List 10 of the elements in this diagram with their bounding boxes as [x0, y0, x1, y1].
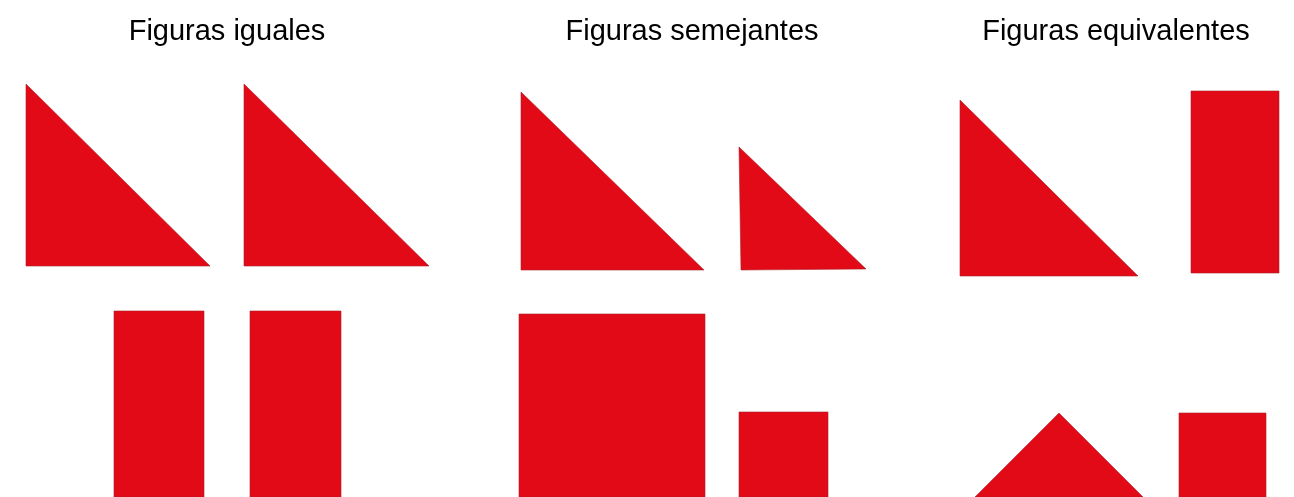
triangle [520, 91, 705, 271]
column-heading: Figuras semejantes [565, 13, 819, 48]
triangle [25, 83, 211, 267]
triangle [959, 99, 1139, 277]
triangle [974, 412, 1144, 497]
rectangle [1190, 90, 1280, 274]
column-heading: Figuras iguales [128, 13, 326, 48]
triangle [243, 83, 430, 267]
triangle [738, 146, 867, 271]
column-heading: Figuras equivalentes [982, 13, 1250, 48]
